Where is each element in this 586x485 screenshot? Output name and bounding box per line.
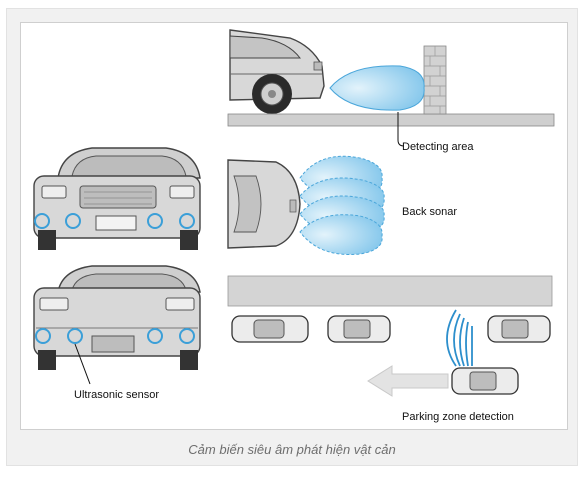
rear-sensor-3 — [147, 328, 163, 344]
car-top-view — [227, 159, 301, 249]
front-sensor-4 — [179, 213, 195, 229]
rear-sensor-2 — [67, 328, 83, 344]
back-sonar-lobes — [299, 155, 385, 256]
parking-zone-detection-label: Parking zone detection — [402, 411, 514, 423]
parked-car-3 — [487, 315, 551, 343]
sonar-lobe-4 — [299, 214, 383, 256]
parking-sonar-arcs — [446, 309, 473, 367]
moving-car — [451, 367, 519, 395]
ultrasonic-sensor-label: Ultrasonic sensor — [74, 389, 159, 401]
detecting-area-pointer — [397, 112, 405, 147]
car-front-view — [33, 147, 201, 250]
front-sensor-1 — [34, 213, 50, 229]
rear-sensor-4 — [179, 328, 195, 344]
detecting-area-label: Detecting area — [402, 141, 474, 153]
car-rear-view — [33, 265, 201, 370]
front-sensor-2 — [65, 213, 81, 229]
rear-sensor-1 — [35, 328, 51, 344]
sonar-detect-lobe — [329, 65, 425, 111]
parking-curb — [227, 275, 553, 307]
parked-car-2 — [327, 315, 391, 343]
direction-arrow — [367, 365, 449, 397]
front-sensor-3 — [147, 213, 163, 229]
parked-car-1 — [231, 315, 309, 343]
back-sonar-label: Back sonar — [402, 206, 457, 218]
ultrasonic-sensor-pointer — [74, 343, 91, 385]
car-side-view — [229, 29, 325, 114]
ground-strip — [227, 113, 555, 127]
brick-wall — [423, 45, 447, 115]
figure-caption: Cảm biến siêu âm phát hiện vật cản — [188, 441, 396, 457]
